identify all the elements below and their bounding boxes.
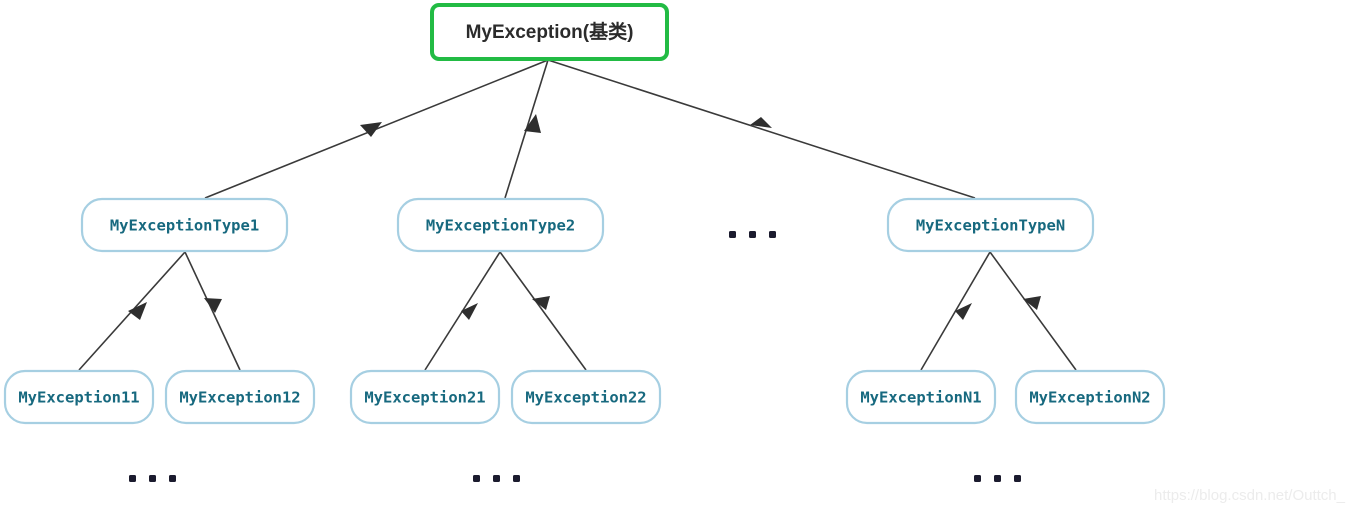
node-ex22-box: [510, 369, 662, 425]
node-ex12[interactable]: MyException12: [164, 369, 316, 425]
edge-group-type1: [78, 251, 241, 371]
node-ex12-box: [164, 369, 316, 425]
node-type2-label: MyExceptionType2: [426, 217, 575, 235]
node-exN2[interactable]: MyExceptionN2: [1014, 369, 1166, 425]
node-exN2-label: MyExceptionN2: [1029, 389, 1150, 407]
edge-typeN-exN1-arrow-icon: [955, 303, 972, 320]
node-ex11-box: [3, 369, 155, 425]
node-type1-box: [80, 197, 289, 253]
watermark-label: https://blog.csdn.net/Outtch_: [1154, 487, 1346, 504]
ellipsis-under-type1: [129, 475, 176, 482]
node-ex22-label: MyException22: [525, 389, 646, 407]
edge-typeN-exN2: [989, 251, 1077, 371]
node-exN1-box: [845, 369, 997, 425]
node-typeN[interactable]: MyExceptionTypeN: [886, 197, 1095, 253]
node-exN1[interactable]: MyExceptionN1: [845, 369, 997, 425]
ellipsis-under-type2: [473, 475, 520, 482]
node-type1-label: MyExceptionType1: [110, 217, 259, 235]
node-exN2-box: [1014, 369, 1166, 425]
node-root[interactable]: MyException(基类): [430, 3, 669, 61]
ellipsis-level2-middle: [729, 231, 776, 238]
edge-root-typeN: [547, 59, 976, 199]
node-type1[interactable]: MyExceptionType1: [80, 197, 289, 253]
node-ex11-label: MyException11: [18, 389, 139, 407]
node-root-label: MyException(基类): [466, 20, 634, 43]
node-ex11[interactable]: MyException11: [3, 369, 155, 425]
edge-group-type2: [424, 251, 587, 371]
edge-group-root: [204, 59, 976, 199]
edge-type2-ex22: [499, 251, 587, 371]
node-ex12-label: MyException12: [179, 389, 300, 407]
edge-root-type1-arrow-icon: [360, 122, 382, 137]
node-ex21[interactable]: MyException21: [349, 369, 501, 425]
edge-root-type2-arrow-icon: [524, 114, 541, 133]
edge-type1-ex12-arrow-icon: [204, 298, 222, 313]
node-type2[interactable]: MyExceptionType2: [396, 197, 605, 253]
edge-type1-ex12: [184, 251, 241, 371]
edge-type1-ex11-arrow-icon: [128, 302, 147, 320]
node-ex22[interactable]: MyException22: [510, 369, 662, 425]
node-exN1-label: MyExceptionN1: [860, 389, 981, 407]
ellipsis-under-typeN: [974, 475, 1021, 482]
node-ex21-box: [349, 369, 501, 425]
node-typeN-label: MyExceptionTypeN: [916, 217, 1065, 235]
edge-root-typeN-arrow-icon: [750, 117, 772, 128]
node-ex21-label: MyException21: [364, 389, 485, 407]
node-root-box: [430, 3, 669, 61]
edge-group-typeN: [920, 251, 1077, 371]
node-typeN-box: [886, 197, 1095, 253]
node-type2-box: [396, 197, 605, 253]
edge-type2-ex22-arrow-icon: [532, 296, 550, 310]
edge-typeN-exN2-arrow-icon: [1023, 296, 1041, 310]
edge-type2-ex21-arrow-icon: [461, 303, 478, 320]
